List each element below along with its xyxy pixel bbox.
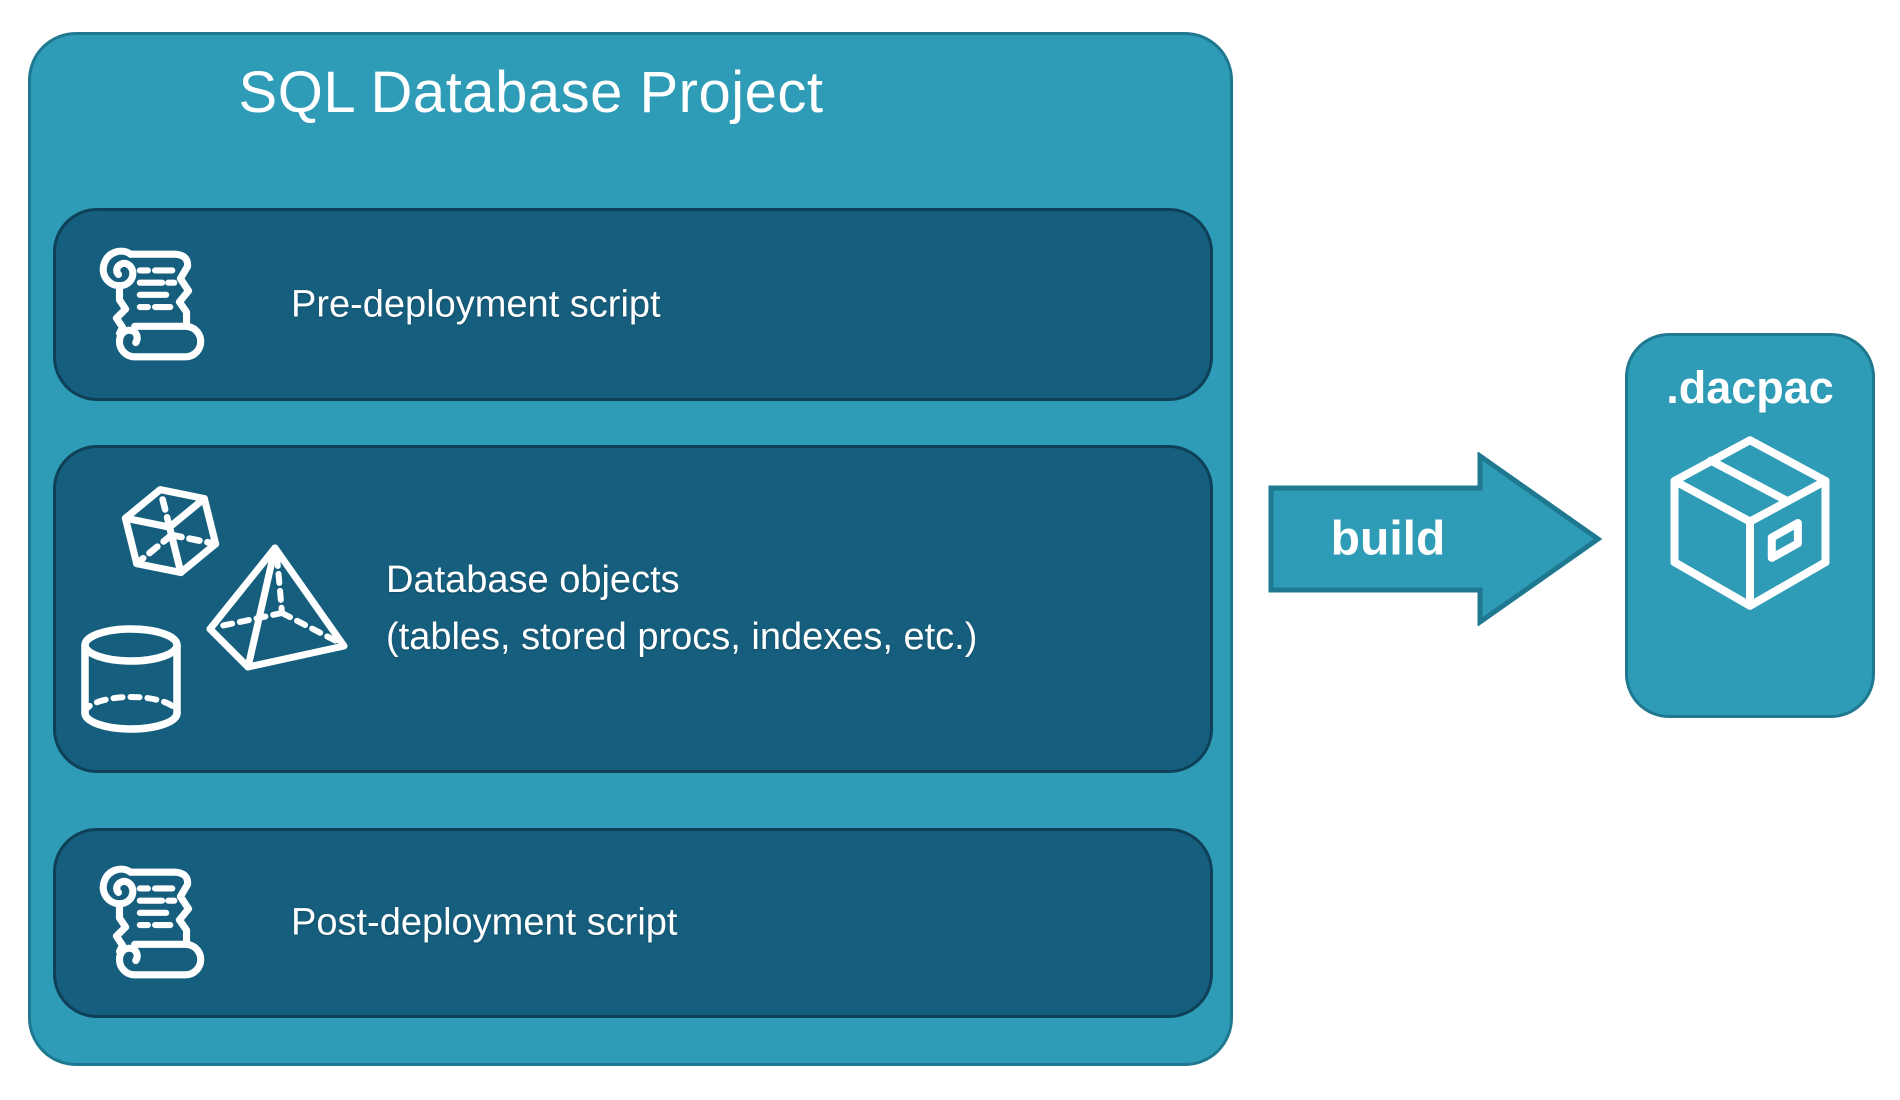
scroll-icon	[99, 247, 205, 360]
row-database-objects: Database objects (tables, stored procs, …	[53, 445, 1213, 773]
row-label-pre-deployment: Pre-deployment script	[291, 283, 661, 325]
row-post-deployment-script: Post-deployment script	[53, 828, 1213, 1018]
build-arrow: build	[1268, 452, 1602, 626]
cylinder-icon	[81, 625, 181, 733]
arrow-right-icon	[1268, 452, 1602, 626]
row-sublabel-database-objects: (tables, stored procs, indexes, etc.)	[386, 616, 978, 658]
dacpac-box: .dacpac	[1625, 333, 1875, 718]
dacpac-label: .dacpac	[1666, 362, 1834, 413]
row-pre-deployment-script: Pre-deployment script	[53, 208, 1213, 401]
project-title: SQL Database Project	[238, 60, 824, 125]
sql-database-project-box: SQL Database Project Pre-deployment scri…	[28, 32, 1233, 1066]
row-label-database-objects: Database objects	[386, 559, 680, 601]
scroll-icon	[99, 865, 205, 979]
cube-icon	[121, 486, 220, 577]
row-label-post-deployment: Post-deployment script	[291, 901, 678, 944]
pyramid-icon	[206, 544, 348, 671]
package-icon	[1670, 436, 1830, 610]
build-arrow-label: build	[1330, 512, 1446, 566]
